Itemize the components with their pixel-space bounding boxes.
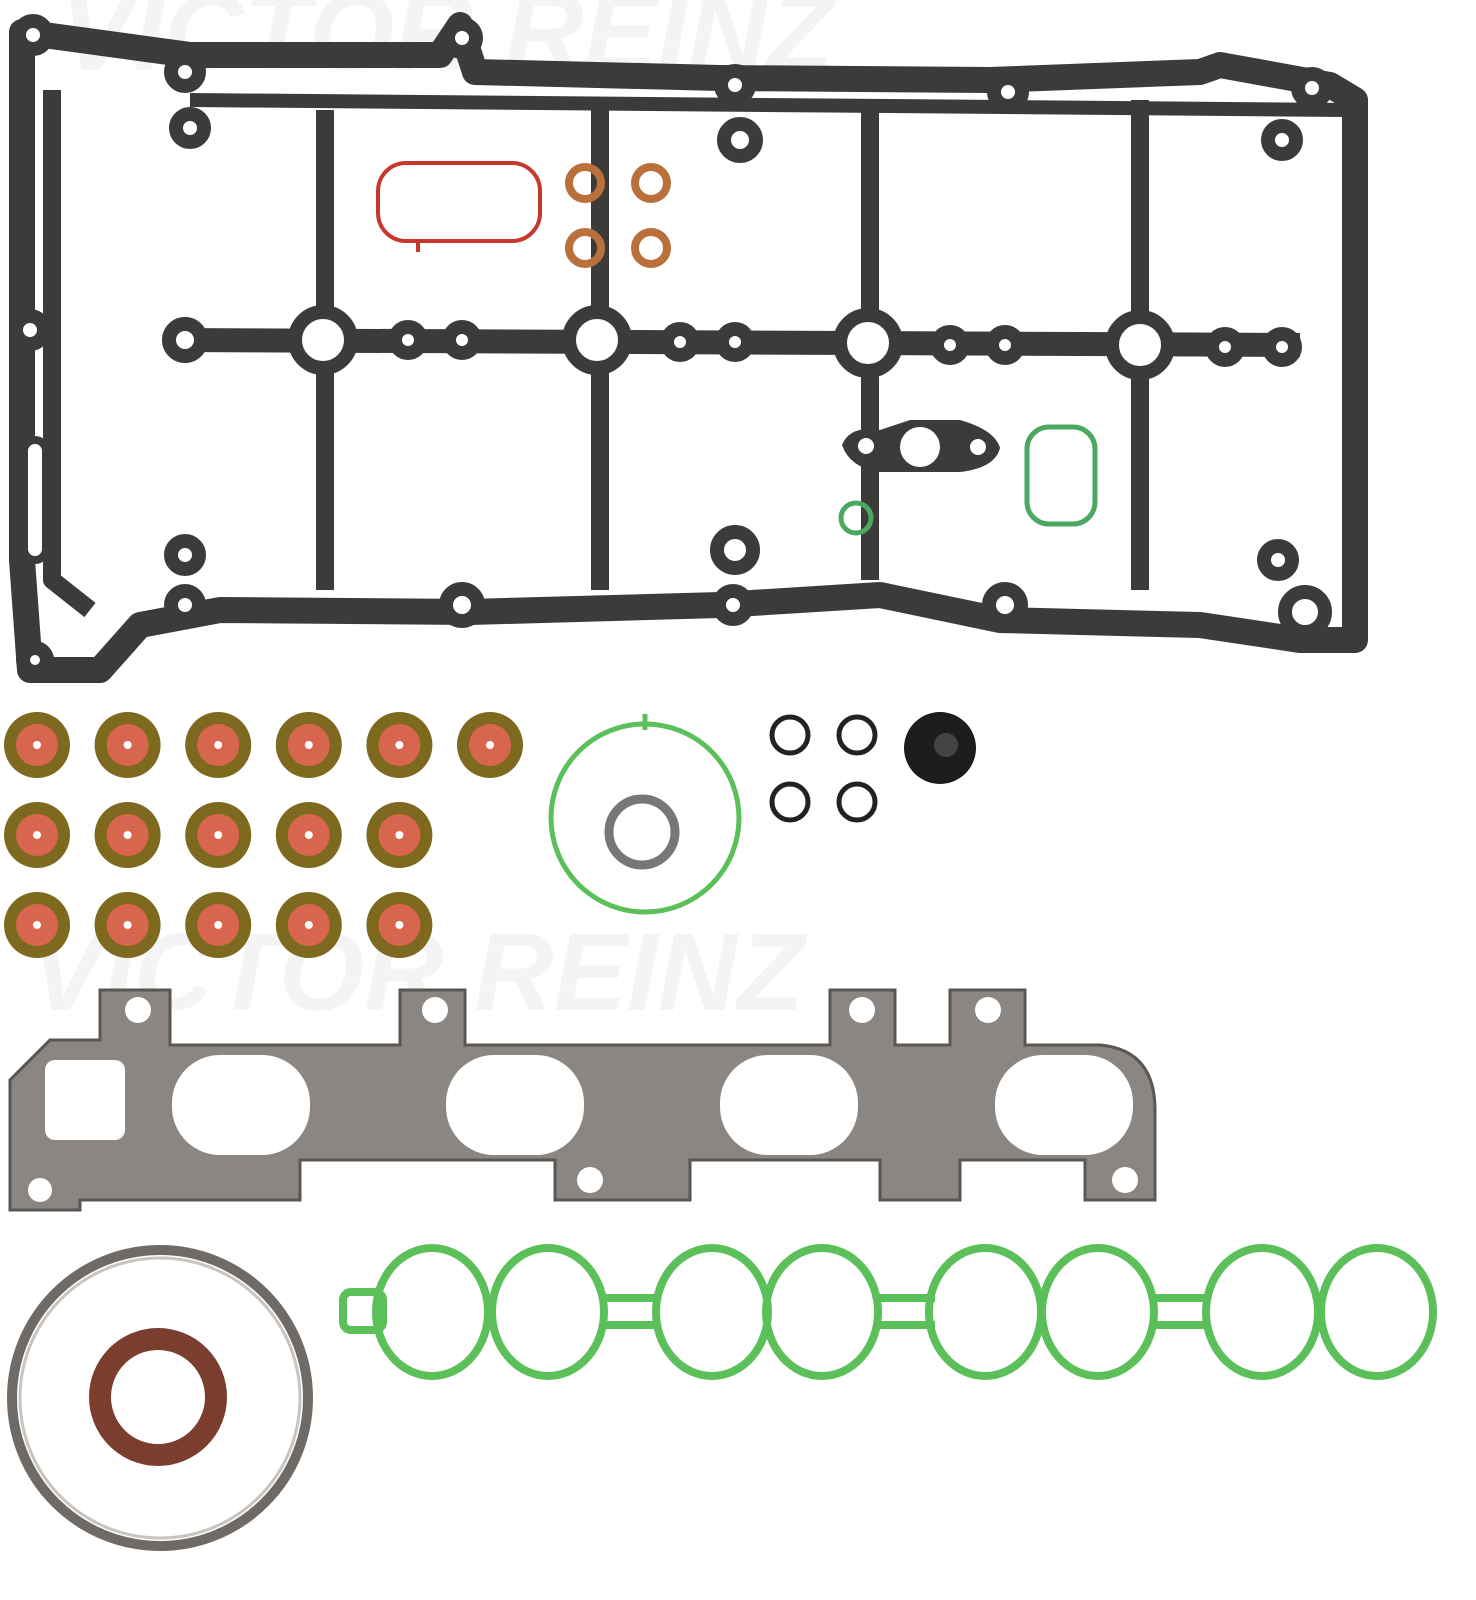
valve-stem-seal (457, 712, 523, 778)
valve-stem-seal (275, 712, 342, 778)
intake-port-loop (652, 1244, 772, 1380)
valve-stem-seal (275, 802, 342, 868)
valve-stem-seal (366, 892, 433, 958)
intake-port-loop (925, 1244, 1045, 1380)
valve-cover-bolt-holes (9, 14, 1333, 679)
intake-port-loop (1317, 1244, 1437, 1380)
intake-manifold-gasket (339, 1244, 1437, 1380)
green-small-gasket (1024, 424, 1098, 527)
intake-port-loop (1038, 1244, 1158, 1380)
intake-port-loop (762, 1244, 882, 1380)
intake-port-loop (488, 1244, 608, 1380)
shaft-seal (604, 794, 680, 870)
valve-stem-seal (94, 712, 161, 778)
red-gasket (376, 161, 542, 243)
valve-stem-seal (4, 712, 70, 778)
valve-stem-seal (4, 892, 70, 958)
valve-stem-seal (94, 892, 161, 958)
valve-stem-seal (94, 802, 161, 868)
exhaust-manifold-gasket (8, 988, 1157, 1212)
large-metal-ring (7, 1245, 313, 1551)
valve-stem-seal (366, 712, 433, 778)
valve-stem-seal (366, 802, 433, 868)
valve-stem-seal (185, 802, 252, 868)
valve-stem-seals (4, 712, 523, 958)
black-o-rings (769, 714, 878, 823)
valve-stem-seal (275, 892, 342, 958)
valve-stem-seal (185, 892, 252, 958)
brown-seal-ring (89, 1328, 227, 1466)
intake-port-loop (1202, 1244, 1322, 1380)
turbo-gasket (842, 420, 1000, 472)
black-seal-cap (904, 712, 976, 784)
intake-port-loop (372, 1244, 492, 1380)
orange-o-rings (565, 163, 671, 268)
valve-stem-seal (4, 802, 70, 868)
valve-stem-seal (185, 712, 252, 778)
green-ring-gasket (548, 721, 742, 915)
slot-hole (20, 436, 50, 564)
green-small-o-ring (838, 500, 874, 536)
